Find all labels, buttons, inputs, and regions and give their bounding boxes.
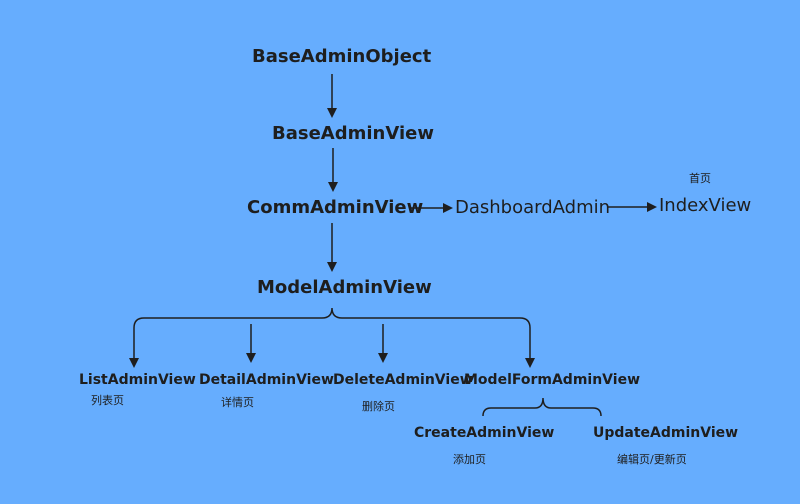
node-detail-note: 详情页 <box>221 396 254 409</box>
node-model-admin-view: ModelAdminView <box>257 277 432 298</box>
node-dashboard-admin: DashboardAdmin <box>455 197 611 218</box>
node-update-note: 编辑页/更新页 <box>617 453 687 466</box>
node-model-form-admin-view: ModelFormAdminView <box>464 372 640 388</box>
node-base-admin-object: BaseAdminObject <box>252 46 432 67</box>
brace-model-admin-children <box>133 307 531 329</box>
node-delete-admin-view: DeleteAdminView <box>333 372 473 388</box>
node-create-admin-view: CreateAdminView <box>414 425 555 441</box>
node-index-view: IndexView <box>659 195 752 216</box>
node-create-note: 添加页 <box>453 453 486 466</box>
node-list-note: 列表页 <box>91 394 124 407</box>
node-update-admin-view: UpdateAdminView <box>593 425 739 441</box>
node-comm-admin-view: CommAdminView <box>247 197 424 218</box>
node-delete-note: 删除页 <box>362 400 395 413</box>
node-list-admin-view: ListAdminView <box>79 372 196 388</box>
node-detail-admin-view: DetailAdminView <box>199 372 334 388</box>
node-index-note: 首页 <box>689 172 711 185</box>
brace-model-form-children <box>482 397 602 417</box>
node-base-admin-view: BaseAdminView <box>272 123 434 144</box>
